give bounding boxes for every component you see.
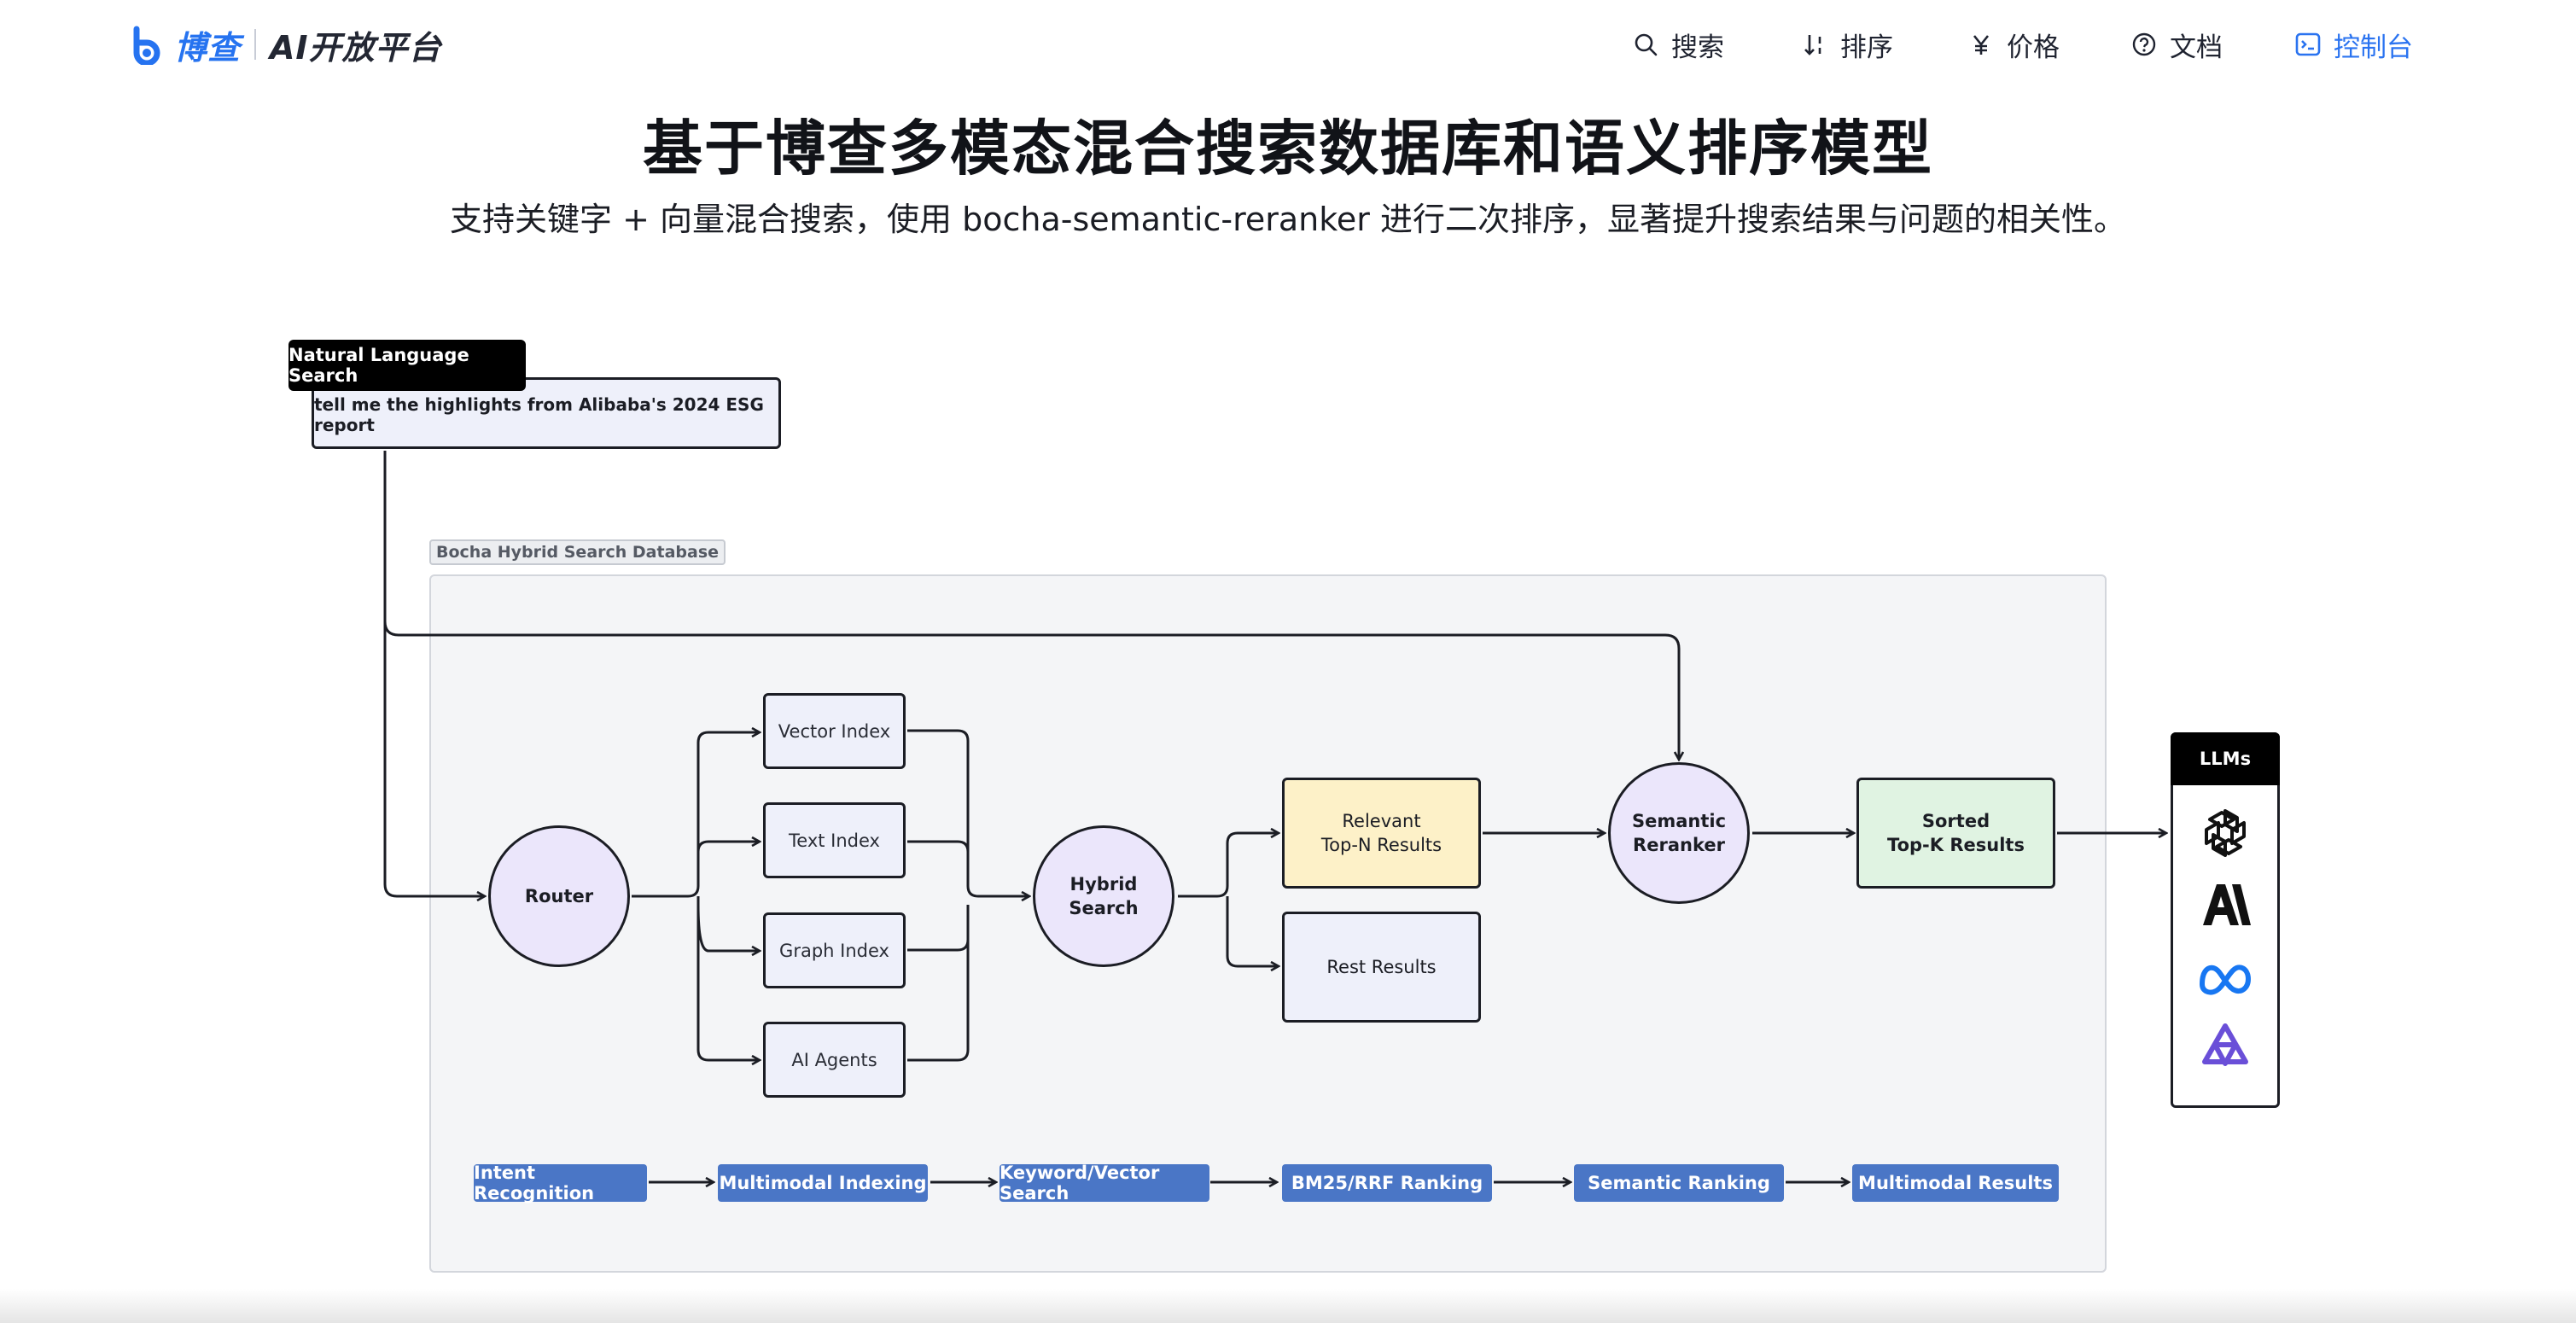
help-circle-icon [2130,31,2158,58]
step-multimodal-results: Multimodal Results [1852,1164,2059,1202]
relevant-results-node: Relevant Top-N Results [1282,778,1481,889]
sorted-results-label: Sorted Top-K Results [1887,811,2025,855]
anthropic-icon [2197,877,2253,933]
ai-agents-node: AI Agents [763,1022,906,1098]
page-subtitle: 支持关键字 + 向量混合搜索，使用 bocha-semantic-reranke… [450,201,2126,238]
nav-pricing[interactable]: 价格 [1967,22,2060,67]
nav-console-label: 控制台 [2334,32,2413,63]
nav-search[interactable]: 搜索 [1632,22,1724,67]
step-keyword-vector-search: Keyword/Vector Search [1000,1163,1209,1204]
vector-index-node: Vector Index [763,693,906,769]
nav-search-label: 搜索 [1671,32,1724,63]
rest-results-node: Rest Results [1282,912,1481,1023]
hybrid-search-label: Hybrid Search [1069,874,1139,918]
bocha-logo-icon [128,24,169,67]
logo[interactable]: 博查 AI开放平台 [128,19,442,70]
semantic-reranker-label: Semantic Reranker [1631,811,1727,855]
llms-tag: LLMs [2171,732,2280,785]
text-index-node: Text Index [763,802,906,878]
page-title: 基于博查多模态混合搜索数据库和语义排序模型 [643,114,1933,184]
relevant-results-label: Relevant Top-N Results [1320,811,1442,855]
nav-sort-label: 排序 [1840,32,1893,63]
sort-icon [1801,31,1828,58]
logo-product-text: AI开放平台 [270,28,442,67]
nav-pricing-label: 价格 [2007,32,2060,63]
yen-icon [1967,31,1995,58]
natural-language-search-tag: Natural Language Search [288,340,526,391]
router-node: Router [488,825,630,967]
top-navbar: 博查 AI开放平台 搜索 排序 价格 文档 控制台 [0,0,2576,90]
nav-docs[interactable]: 文档 [2130,22,2223,67]
step-intent-recognition: Intent Recognition [474,1163,647,1204]
openai-icon [2197,805,2253,861]
nav-docs-label: 文档 [2170,32,2223,63]
nav-sort[interactable]: 排序 [1801,22,1893,67]
page-bottom-shadow [0,1289,2576,1323]
step-bm25-rrf-ranking: BM25/RRF Ranking [1282,1164,1492,1202]
step-semantic-ranking: Semantic Ranking [1574,1164,1784,1202]
logo-brand-text: 博查 [174,28,242,67]
hybrid-search-node: Hybrid Search [1033,825,1174,967]
logo-divider [254,29,257,60]
router-label: Router [524,886,594,906]
graph-index-node: Graph Index [763,912,906,988]
semantic-reranker-node: Semantic Reranker [1608,762,1750,904]
qwen-icon [2197,1020,2253,1076]
rest-results-label: Rest Results [1326,957,1437,977]
sorted-results-node: Sorted Top-K Results [1856,778,2055,889]
step-multimodal-indexing: Multimodal Indexing [718,1164,928,1202]
nav-console[interactable]: 控制台 [2294,22,2413,67]
terminal-icon [2294,31,2322,58]
hybrid-database-area [429,574,2107,1273]
hybrid-database-label: Bocha Hybrid Search Database [429,539,726,565]
meta-icon [2197,949,2253,1005]
search-icon [1632,31,1659,58]
